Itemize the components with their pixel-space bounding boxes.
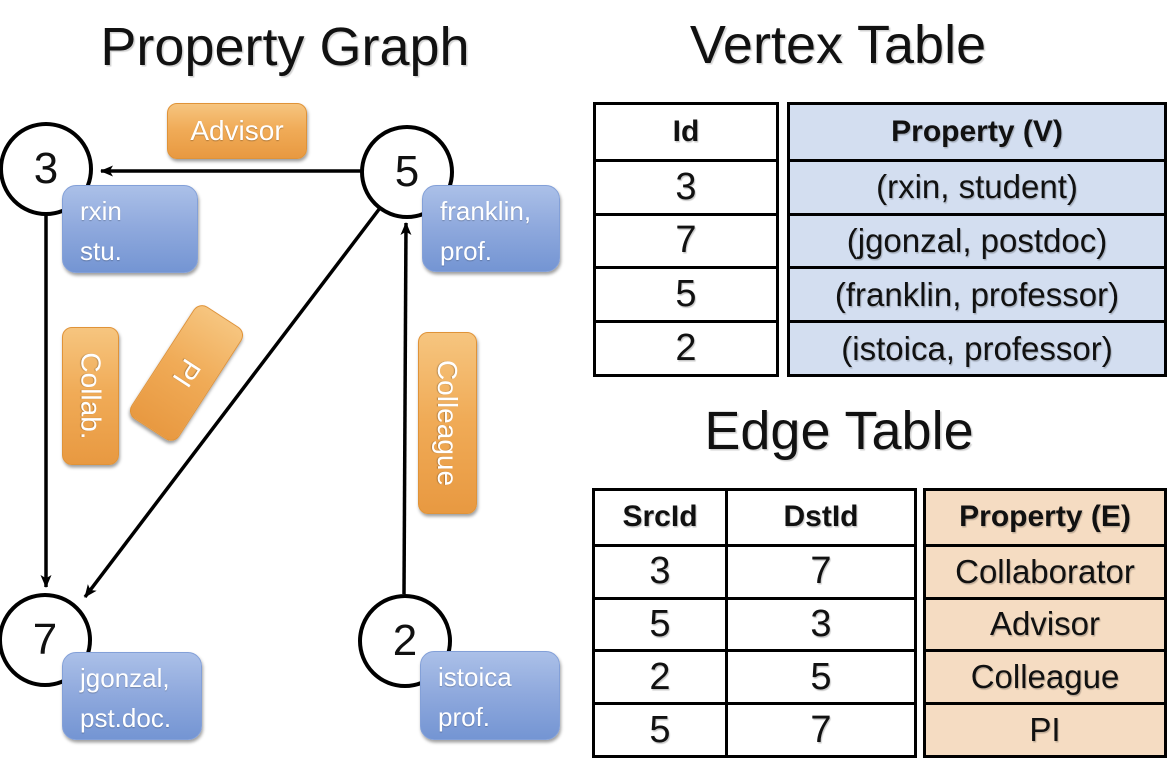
edge-label-pi-text: PI	[166, 353, 208, 393]
edge-pi-5-to-7	[83, 206, 382, 599]
vertex-table-property-column: Property (V) (rxin, student) (jgonzal, p…	[787, 102, 1167, 377]
edge-dst-header: DstId	[725, 491, 914, 544]
vertex-row-property: (jgonzal, postdoc)	[790, 212, 1164, 267]
edge-row-src: 2	[595, 649, 725, 702]
edge-label-collab: Collab.	[62, 327, 119, 465]
vertex-table-id-column: Id 3 7 5 2	[593, 102, 779, 377]
edge-row-dst: 7	[725, 543, 914, 597]
vertex-table: Id 3 7 5 2 Property (V) (rxin, student) …	[593, 102, 1167, 377]
edge-table-id-columns: SrcId DstId 3 7 5 3 2 5 5 7	[592, 488, 917, 758]
edge-row-property: Colleague	[926, 649, 1164, 703]
node-7-id: 7	[32, 615, 58, 664]
vertex-property-header: Property (V)	[790, 105, 1164, 159]
vertex-row-id: 5	[596, 266, 776, 320]
vertex-prop-box-5: franklin, prof.	[422, 185, 560, 272]
vertex-table-title: Vertex Table	[689, 15, 987, 75]
vertex-row-property: (rxin, student)	[790, 158, 1164, 213]
edge-row-src: 5	[595, 596, 725, 650]
edge-row-dst: 3	[725, 596, 914, 650]
edge-table-title: Edge Table	[704, 401, 974, 461]
vertex-id-header: Id	[672, 114, 700, 148]
graph-edges-layer	[0, 122, 454, 688]
vertex-row-id: 7	[596, 212, 776, 267]
vertex-prop-box-2: istoica prof.	[420, 651, 560, 740]
vertex-prop-2-line1: istoica	[438, 662, 512, 692]
edge-table: SrcId DstId 3 7 5 3 2 5 5 7 Property (E)…	[592, 488, 1167, 758]
edge-row-property: Advisor	[926, 596, 1164, 650]
edge-row-dst: 5	[725, 649, 914, 703]
vertex-prop-3-line1: rxin	[80, 196, 122, 226]
edge-label-colleague-text: Colleague	[432, 359, 464, 487]
edge-row-src: 5	[595, 702, 725, 755]
vertex-row-property: (istoica, professor)	[790, 320, 1164, 374]
edge-label-colleague: Colleague	[418, 332, 477, 514]
edge-property-header: Property (E)	[926, 491, 1164, 544]
vertex-prop-5-line2: prof.	[440, 236, 493, 266]
node-2-id: 2	[392, 616, 418, 665]
edge-src-header: SrcId	[622, 500, 698, 534]
edge-label-advisor: Advisor	[167, 103, 307, 159]
vertex-prop-2-line2: prof.	[438, 702, 491, 732]
edge-row-dst: 7	[725, 702, 914, 755]
vertex-row-id: 2	[596, 320, 776, 374]
edge-colleague-2-to-5	[400, 222, 412, 595]
edge-label-collab-text: Collab.	[75, 352, 107, 440]
edge-row-src: 3	[595, 543, 725, 597]
vertex-row-id: 3	[596, 158, 776, 213]
vertex-row-property: (franklin, professor)	[790, 266, 1164, 321]
edge-label-advisor-text: Advisor	[190, 115, 284, 146]
vertex-prop-7-line2: pst.doc.	[80, 703, 172, 733]
vertex-prop-5-line1: franklin,	[440, 196, 532, 226]
vertex-prop-box-3: rxin stu.	[62, 185, 198, 273]
node-3-id: 3	[33, 144, 59, 193]
property-graph-title: Property Graph	[100, 17, 470, 77]
vertex-prop-box-7: jgonzal, pst.doc.	[62, 652, 202, 740]
edge-row-property: PI	[926, 702, 1164, 755]
vertex-prop-7-line1: jgonzal,	[80, 663, 170, 693]
edge-row-property: Collaborator	[926, 543, 1164, 597]
edge-table-property-column: Property (E) Collaborator Advisor Collea…	[923, 488, 1167, 758]
node-5-id: 5	[394, 147, 420, 196]
vertex-prop-3-line2: stu.	[80, 236, 122, 266]
